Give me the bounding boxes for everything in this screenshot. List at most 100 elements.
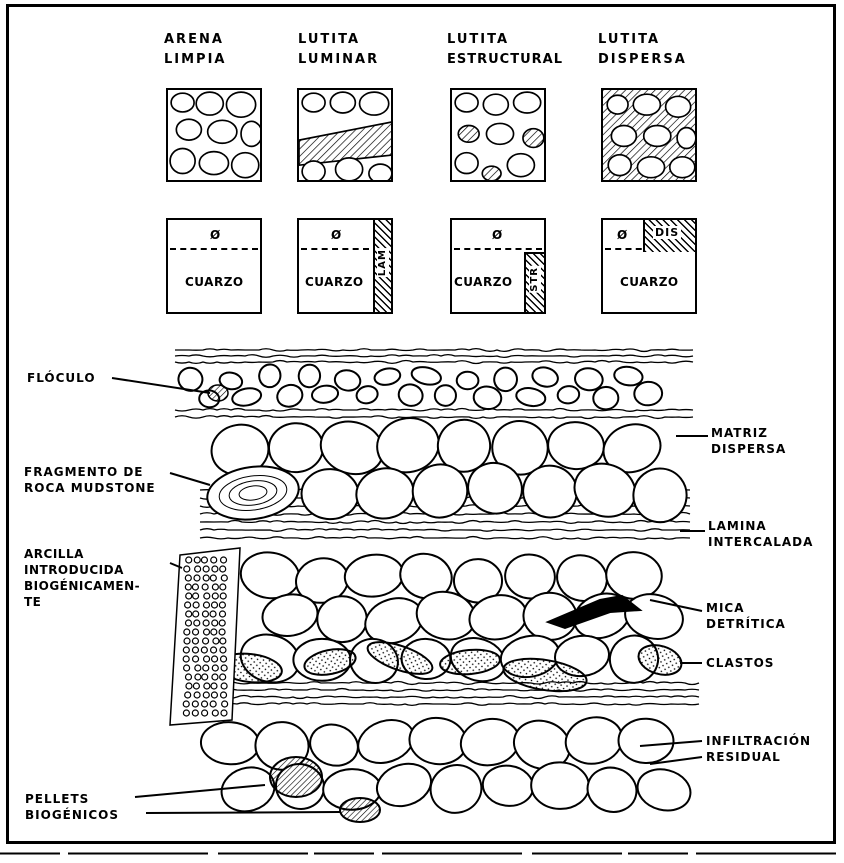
biogenic-burrow: [170, 548, 240, 725]
quartz-grain: [530, 365, 560, 390]
quartz-grain: [530, 761, 590, 810]
quartz-grain: [200, 720, 261, 766]
quartz-grain: [618, 718, 674, 764]
burrow-pellet: [185, 620, 191, 626]
burrow-pellet: [202, 674, 208, 680]
lamination-line: [200, 521, 690, 524]
lamination-line: [195, 696, 699, 699]
lamination-line: [175, 409, 693, 412]
burrow-pellet: [221, 665, 227, 671]
label-clastos: CLASTOS: [706, 655, 774, 671]
quartz-grain: [557, 385, 581, 405]
burrow-pellet: [183, 656, 189, 662]
burrow-pellet: [193, 629, 199, 635]
burrow-pellet: [203, 638, 209, 644]
quartz-grain: [582, 762, 641, 818]
burrow-pellet: [192, 647, 198, 653]
burrow-pellet: [203, 692, 209, 698]
burrow-pellet: [203, 602, 209, 608]
quartz-grain: [373, 366, 401, 387]
burrow-pellet: [201, 557, 207, 563]
burrow-pellet: [219, 620, 225, 626]
burrow-pellet: [202, 701, 208, 707]
bottom-rule: [0, 852, 844, 855]
quartz-grain: [493, 367, 518, 393]
burrow-pellet: [193, 593, 199, 599]
quartz-grain: [410, 364, 443, 387]
leader-pellets: [146, 812, 340, 813]
quartz-grain: [434, 384, 457, 407]
burrow-pellet: [212, 584, 218, 590]
burrow-pellet: [220, 584, 226, 590]
burrow-pellet: [204, 656, 210, 662]
burrow-pellet: [202, 584, 208, 590]
burrow-pellet: [203, 665, 209, 671]
quartz-grain: [457, 372, 479, 390]
burrow-pellet: [201, 647, 207, 653]
quartz-grain: [301, 468, 359, 520]
burrow-pellet: [184, 629, 190, 635]
burrow-pellet: [193, 602, 199, 608]
burrow-pellet: [210, 701, 216, 707]
burrow-pellet: [220, 647, 226, 653]
quartz-grain: [480, 763, 535, 809]
quartz-grain: [257, 362, 283, 389]
burrow-pellet: [194, 575, 200, 581]
burrow-pellet: [210, 611, 216, 617]
quartz-grain: [457, 715, 522, 770]
burrow-pellet: [212, 656, 218, 662]
quartz-grain: [593, 386, 619, 410]
burrow-pellet: [221, 656, 227, 662]
burrow-pellet: [221, 683, 227, 689]
burrow-pellet: [186, 593, 192, 599]
label-floculo: FLÓCULO: [27, 370, 96, 386]
quartz-grain: [562, 712, 627, 768]
leader-fragmento: [170, 473, 210, 485]
burrow-pellet: [222, 701, 228, 707]
quartz-grain: [372, 757, 437, 813]
burrow-pellet: [193, 611, 199, 617]
burrow-pellet: [219, 629, 225, 635]
label-lamina-intercalada: LAMINAINTERCALADA: [708, 518, 813, 550]
label-matriz-dispersa: MATRIZDISPERSA: [711, 425, 786, 457]
quartz-grain: [396, 382, 425, 409]
burrow-pellet: [204, 629, 210, 635]
burrow-pellet: [185, 602, 191, 608]
burrow-pellet: [194, 557, 200, 563]
burrow-pellet: [212, 674, 218, 680]
burrow-pellet: [193, 683, 199, 689]
burrow-pellet: [185, 692, 191, 698]
burrow-pellet: [203, 575, 209, 581]
burrow-pellet: [192, 638, 198, 644]
burrow-pellet: [212, 566, 218, 572]
burrow-pellet: [192, 710, 198, 716]
burrow-pellet: [211, 692, 217, 698]
burrow-pellet: [220, 593, 226, 599]
quartz-grain: [343, 552, 406, 600]
burrow-pellet: [195, 665, 201, 671]
burrow-pellet: [219, 602, 225, 608]
burrow-pellet: [212, 665, 218, 671]
burrow-pellet: [184, 638, 190, 644]
burrow-pellet: [220, 638, 226, 644]
burrow-pellet: [221, 557, 227, 563]
burrow-pellet: [212, 620, 218, 626]
burrow-pellet: [185, 584, 191, 590]
burrow-pellet: [203, 566, 209, 572]
burrow-pellet: [195, 674, 201, 680]
burrow-pellet: [221, 692, 227, 698]
burrow-pellet: [194, 692, 200, 698]
burrow-pellet: [202, 710, 208, 716]
burrow-pellet: [186, 611, 192, 617]
burrow-pellet: [186, 683, 192, 689]
burrow-pellet: [220, 611, 226, 617]
label-fragmento-roca: FRAGMENTO DEROCA MUDSTONE: [24, 464, 156, 496]
burrow-pellet: [184, 566, 190, 572]
burrow-pellet: [211, 557, 217, 563]
burrow-pellet: [212, 602, 218, 608]
burrow-pellet: [186, 557, 192, 563]
burrow-pellet: [212, 710, 218, 716]
quartz-grain: [275, 382, 305, 410]
lamination-line: [175, 361, 693, 364]
quartz-grain: [426, 760, 487, 818]
